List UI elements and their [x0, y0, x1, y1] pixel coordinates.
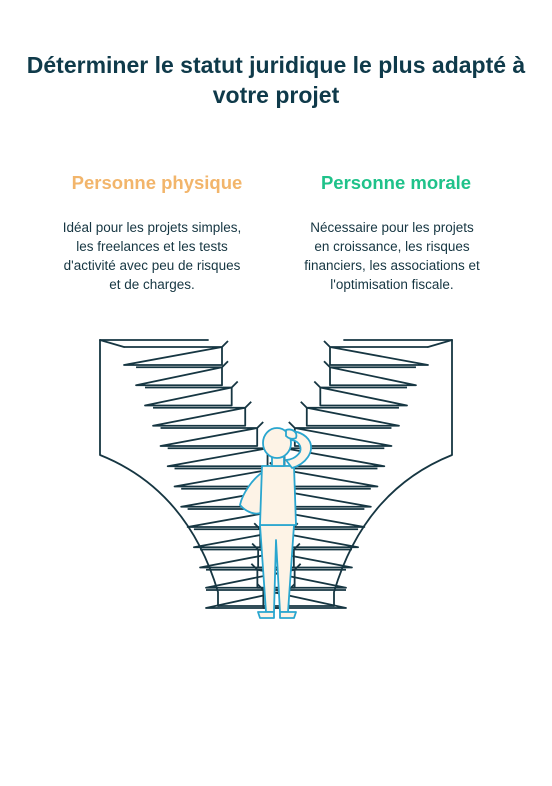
- left-stair-step: [152, 401, 252, 427]
- right-option-heading: Personne morale: [320, 172, 472, 193]
- right-option-description: Nécessaire pour les projets en croissanc…: [304, 220, 480, 292]
- right-stair-step: [323, 360, 417, 387]
- page-title: Déterminer le statut juridique le plus a…: [26, 52, 526, 108]
- right-stair-step: [256, 583, 347, 609]
- right-stair-step: [323, 340, 429, 366]
- left-option-heading: Personne physique: [71, 172, 243, 193]
- right-stair-step: [250, 563, 347, 589]
- left-stair-step: [123, 340, 229, 366]
- left-option-description: Idéal pour les projets simples, les free…: [62, 220, 242, 292]
- right-stair-step: [313, 380, 408, 407]
- staircase-outline: [99, 339, 453, 607]
- right-stair-step: [300, 401, 400, 427]
- right-stair-step: [251, 542, 353, 569]
- thinking-person-icon: [239, 427, 312, 619]
- left-stair-step: [159, 421, 264, 447]
- left-stair-step: [135, 360, 229, 387]
- left-stair-step: [144, 380, 239, 407]
